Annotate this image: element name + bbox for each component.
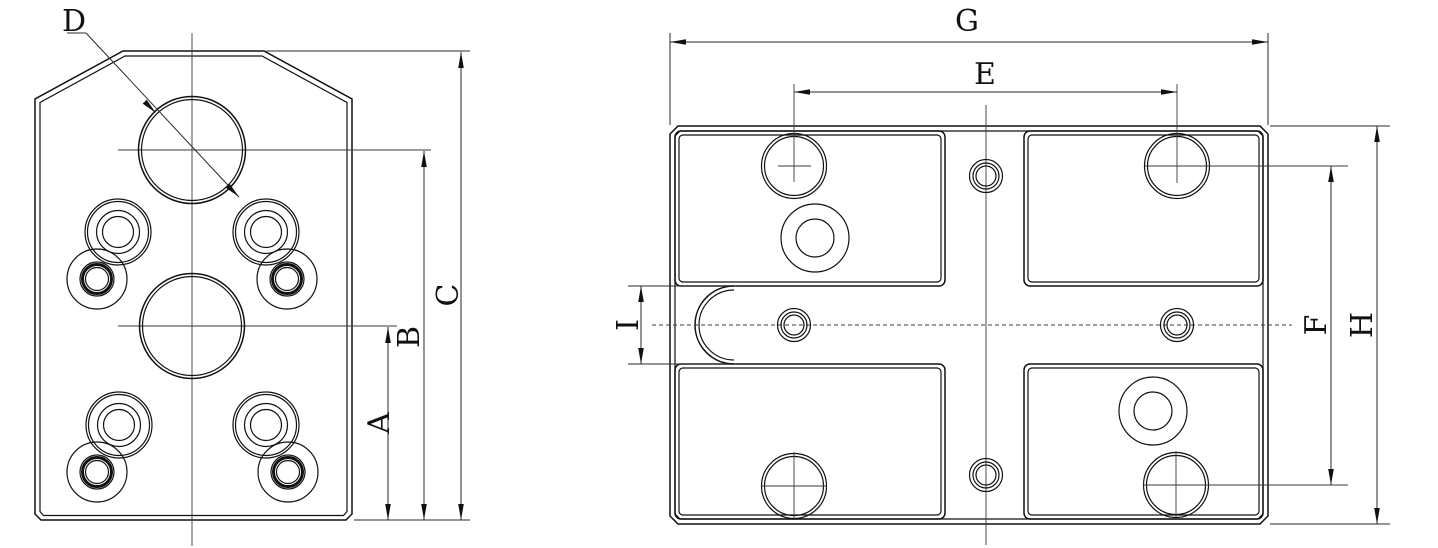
dim-label-e: E — [974, 57, 996, 92]
arrowhead — [458, 504, 464, 520]
counterbore-large-top-left — [84, 198, 152, 266]
plan-centerlines — [652, 105, 1292, 545]
dim-label-g: G — [955, 4, 979, 39]
arrowhead — [794, 89, 810, 95]
arrowhead — [1161, 89, 1177, 95]
plan-extension-lines — [628, 33, 1390, 525]
dim-label-f: F — [1299, 315, 1334, 336]
counterbore-large-bottom-right — [232, 391, 300, 459]
pad-top-left — [674, 130, 946, 287]
middle-bore — [138, 272, 246, 380]
front-view: D A B C — [34, 4, 470, 546]
slot-rounded-end — [694, 285, 735, 365]
arrowhead — [670, 39, 686, 45]
arrowhead — [458, 52, 464, 68]
arrowhead — [1328, 166, 1334, 182]
dim-label-a: A — [362, 412, 397, 435]
dimension-g: G — [670, 4, 1268, 45]
counterbores-plan — [780, 203, 1188, 446]
front-extension-lines — [266, 50, 470, 521]
small-drilled-holes — [776, 158, 1195, 493]
arrowhead — [225, 183, 241, 199]
counterbore-large-top-right — [232, 198, 300, 266]
top-bore — [137, 95, 247, 205]
front-centerlines — [118, 33, 431, 546]
arrowhead — [1252, 39, 1268, 45]
dimension-a: A — [362, 327, 397, 520]
dimension-d: D — [62, 4, 241, 199]
front-plate-outline — [34, 50, 353, 521]
arrowhead — [1374, 508, 1380, 524]
dim-label-i: I — [611, 319, 646, 331]
raised-pads — [674, 130, 1264, 520]
dim-label-b: B — [392, 326, 427, 348]
dimension-b: B — [392, 151, 427, 520]
arrowhead — [1374, 126, 1380, 142]
arrowhead — [421, 504, 427, 520]
arrowhead — [385, 327, 391, 343]
dim-label-h: H — [1345, 312, 1380, 338]
counterbore-large-bottom-left — [85, 391, 153, 459]
arrowhead — [638, 286, 644, 302]
plan-view: G E I F H — [611, 4, 1390, 545]
dimension-f: F — [1299, 166, 1334, 485]
arrowhead — [421, 151, 427, 167]
counterbore-small-bottom-left — [65, 440, 129, 504]
counterbore-small-bottom-right — [256, 440, 320, 504]
dimension-i: I — [611, 286, 646, 364]
pad-bottom-right — [1023, 363, 1264, 520]
pad-top-right — [1023, 130, 1264, 287]
dim-label-d: D — [62, 4, 86, 39]
arrowhead — [385, 504, 391, 520]
counterbore-top-left-pad — [780, 203, 850, 273]
dimension-c: C — [431, 52, 466, 520]
corner-holes-plan — [760, 84, 1348, 520]
pad-bottom-left — [674, 363, 946, 520]
dimension-e: E — [794, 57, 1177, 95]
counterbore-bottom-right-pad — [1118, 376, 1188, 446]
arrowhead — [638, 348, 644, 364]
dim-label-c: C — [431, 284, 466, 307]
arrowhead — [1328, 469, 1334, 485]
counterbore-holes-front — [65, 198, 320, 504]
dimension-h: H — [1345, 126, 1380, 524]
